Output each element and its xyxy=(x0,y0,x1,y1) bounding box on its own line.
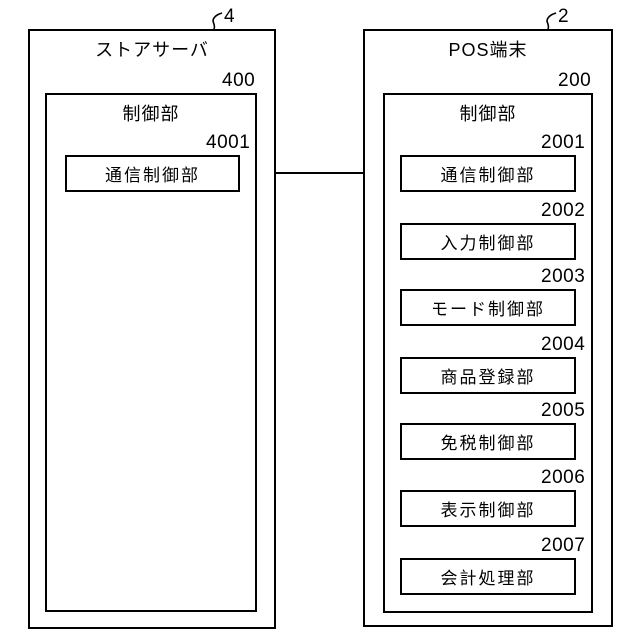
ref-label-400: 400 xyxy=(222,70,256,91)
module-pos-comm-control: 通信制御部 xyxy=(400,155,576,192)
module-tax-exemption-control: 免税制御部 xyxy=(400,423,576,460)
ref-label-2005: 2005 xyxy=(541,400,586,421)
store-server-title: ストアサーバ xyxy=(95,40,209,60)
ref-label-2007: 2007 xyxy=(541,535,586,556)
ref-label-2004: 2004 xyxy=(541,334,586,355)
ref-label-2: 2 xyxy=(558,6,570,27)
ref-label-2002: 2002 xyxy=(541,200,586,221)
module-input-control: 入力制御部 xyxy=(400,223,576,260)
leader-line-ref-2 xyxy=(546,12,557,30)
pos-terminal-title: POS端末 xyxy=(448,40,528,60)
module-accounting-process: 会計処理部 xyxy=(400,558,576,595)
store-control-unit-title: 制御部 xyxy=(122,104,180,124)
module-store-comm-control: 通信制御部 xyxy=(65,155,240,192)
pos-control-unit-title: 制御部 xyxy=(459,104,517,124)
module-display-control: 表示制御部 xyxy=(400,490,576,527)
ref-label-200: 200 xyxy=(558,70,592,91)
module-item-registration: 商品登録部 xyxy=(400,357,576,394)
ref-label-4001: 4001 xyxy=(206,132,251,153)
leader-line-ref-4 xyxy=(212,12,223,30)
module-mode-control: モード制御部 xyxy=(400,289,576,326)
ref-label-2003: 2003 xyxy=(541,266,586,287)
ref-label-4: 4 xyxy=(224,6,236,27)
ref-label-2006: 2006 xyxy=(541,467,586,488)
ref-label-2001: 2001 xyxy=(541,132,586,153)
